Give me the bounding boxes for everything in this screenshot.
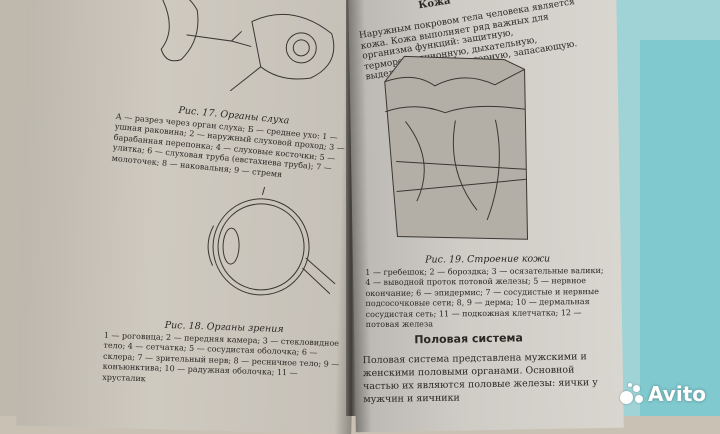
running-head: Кожа [417,0,452,12]
avito-watermark: Avito [618,382,706,406]
ear-illustration [160,0,335,92]
fig18-legend: 1 — роговица; 2 — передняя камера; 3 — с… [102,330,340,383]
fig18-caption: Рис. 18. Органы зрения 1 — роговица; 2 —… [102,319,344,391]
skin-illustration [384,55,529,240]
section-heading: Половая система [414,331,524,347]
right-page: Кожа Наружным покровом тела человека явл… [348,0,624,433]
avito-logo-icon [618,383,644,405]
background-teal-object [640,40,720,416]
avito-watermark-text: Avito [648,382,706,406]
fig17-caption: Рис. 17. Органы слуха А — разрез через о… [111,100,351,186]
fig19-legend: 1 — гребешок; 2 — бороздка; 3 — осязател… [365,265,604,330]
left-page: Рис. 17. Органы слуха А — разрез через о… [16,0,363,434]
eye-illustration [207,186,336,296]
fig19-title: Рис. 19. Строение кожи [425,253,551,266]
section-paragraph: Половая система представлена мужскими и … [362,351,598,406]
fig19-caption: Рис. 19. Строение кожи 1 — гребешок; 2 —… [365,253,611,331]
